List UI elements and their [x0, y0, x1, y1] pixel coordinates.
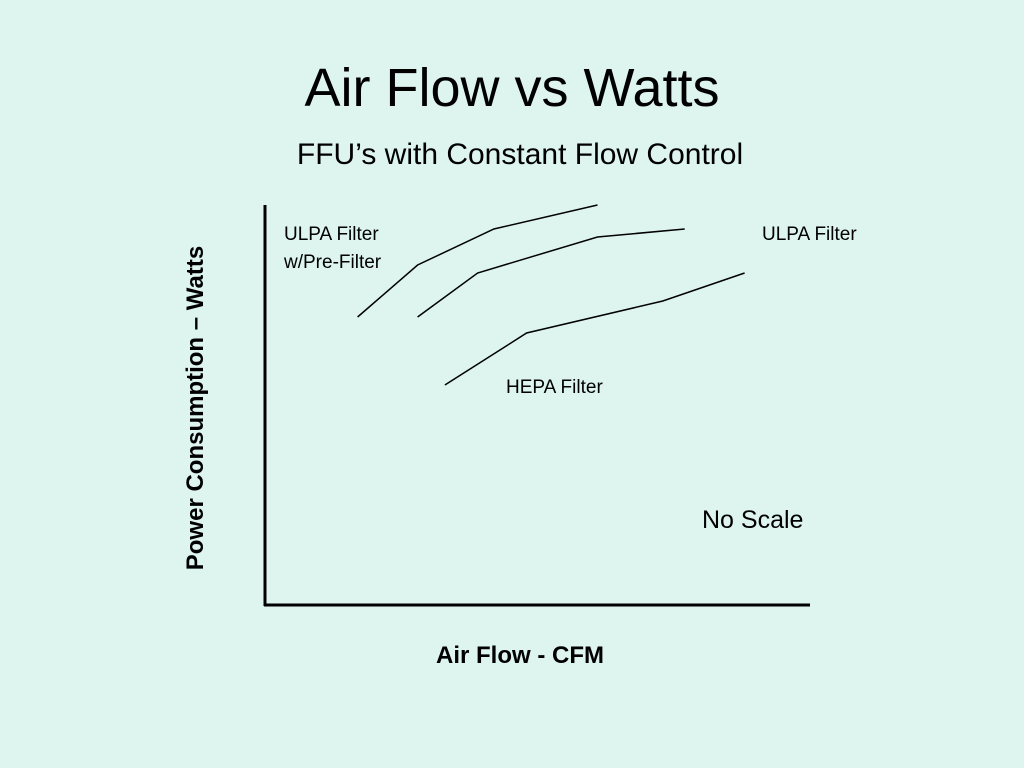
series-label-ulpa-prefilter-line2: w/Pre-Filter — [283, 252, 382, 273]
page-title: Air Flow vs Watts — [304, 58, 720, 118]
y-axis-label: Power Consumption – Watts — [182, 246, 209, 570]
series-label-ulpa-prefilter-line1: ULPA Filter — [284, 224, 379, 245]
axes — [263, 205, 810, 607]
series-line-hepa — [444, 272, 745, 386]
series-label-ulpa: ULPA Filter — [762, 224, 857, 245]
page-subtitle: FFU’s with Constant Flow Control — [296, 138, 744, 171]
series-line-ulpa-prefilter — [357, 204, 598, 318]
no-scale-note: No Scale — [702, 506, 803, 534]
x-axis-label: Air Flow - CFM — [436, 642, 604, 669]
series-line-ulpa — [417, 228, 685, 318]
series-layer — [357, 204, 745, 386]
series-labels: ULPA Filter w/Pre-Filter ULPA Filter HEP… — [283, 224, 857, 398]
series-label-hepa: HEPA Filter — [506, 377, 603, 398]
